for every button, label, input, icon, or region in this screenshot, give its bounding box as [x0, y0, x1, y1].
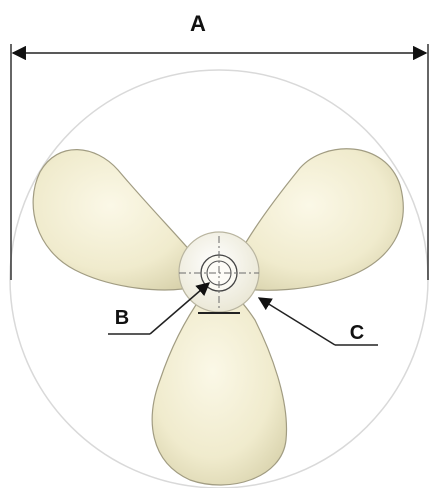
propeller-blades [32, 148, 404, 486]
blade-upper-right [231, 148, 404, 291]
label-b: B [115, 307, 129, 329]
label-a: A [190, 11, 206, 36]
label-c: C [350, 322, 364, 344]
hub [178, 231, 260, 314]
leader-b [108, 282, 211, 335]
leader-b-arrow [149, 282, 211, 335]
blade-upper-left [32, 149, 206, 291]
blade-bottom [151, 295, 288, 486]
leader-c-arrow [257, 297, 336, 346]
leader-c [257, 297, 378, 346]
